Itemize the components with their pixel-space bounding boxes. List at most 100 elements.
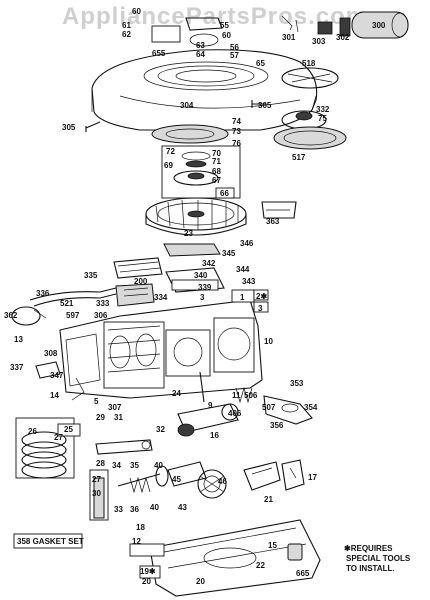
- label-2: 2✱: [256, 292, 267, 301]
- label-67: 67: [212, 176, 221, 185]
- label-337: 337: [10, 363, 24, 372]
- label-72: 72: [166, 147, 175, 156]
- label-517: 517: [292, 153, 306, 162]
- label-30: 30: [92, 489, 101, 498]
- label-55: 55: [220, 21, 229, 30]
- crankshaft-16[interactable]: [177, 371, 239, 437]
- label-40a: 40: [154, 461, 163, 470]
- label-347: 347: [50, 371, 64, 380]
- label-354: 354: [304, 403, 318, 412]
- rewind-starter-top[interactable]: [151, 17, 223, 47]
- carburetor-333[interactable]: [115, 283, 155, 307]
- label-10: 10: [264, 337, 273, 346]
- governor-bracket-18[interactable]: [281, 459, 305, 491]
- cylinder-head-gasket-frame[interactable]: [231, 289, 269, 313]
- cylinder-block[interactable]: [59, 299, 263, 399]
- screen-517[interactable]: [273, 126, 347, 150]
- label-70: 70: [212, 149, 221, 158]
- label-306: 306: [94, 311, 108, 320]
- label-665: 665: [296, 569, 310, 578]
- camshaft-17[interactable]: [167, 461, 227, 499]
- label-43: 43: [178, 503, 187, 512]
- label-521: 521: [60, 299, 74, 308]
- connecting-rod-31[interactable]: [95, 439, 153, 455]
- air-cleaner[interactable]: [281, 11, 409, 39]
- label-339: 339: [198, 283, 212, 292]
- label-507: 507: [262, 403, 276, 412]
- label-29: 29: [96, 413, 105, 422]
- label-3b: 3: [258, 304, 263, 313]
- gasket-set-box: [13, 533, 83, 549]
- label-3a: 3: [200, 293, 205, 302]
- label-345: 345: [222, 249, 236, 258]
- label-1: 1: [240, 293, 245, 302]
- armature-363[interactable]: [261, 201, 297, 219]
- label-308: 308: [44, 349, 58, 358]
- label-342: 342: [202, 259, 216, 268]
- spring-406[interactable]: [235, 386, 253, 404]
- label-343: 343: [242, 277, 256, 286]
- label-344: 344: [236, 265, 250, 274]
- label-300: 300: [372, 21, 386, 30]
- label-27: 27: [54, 433, 63, 442]
- label-71: 71: [212, 157, 221, 166]
- label-655: 655: [152, 49, 166, 58]
- label-66: 66: [220, 189, 229, 198]
- label-68: 68: [212, 167, 221, 176]
- fuel-line-336[interactable]: [29, 287, 117, 307]
- label-597: 597: [66, 311, 80, 320]
- valve-spring-35[interactable]: [117, 465, 169, 494]
- label-307: 307: [108, 403, 122, 412]
- label-60b: 60: [222, 31, 231, 40]
- label-518: 518: [302, 59, 316, 68]
- grass-screen-73[interactable]: [151, 124, 229, 144]
- governor-bracket-340[interactable]: [165, 267, 225, 293]
- label-16: 16: [210, 431, 219, 440]
- oil-dipstick-tube[interactable]: [35, 361, 85, 401]
- label-46: 46: [218, 477, 227, 486]
- label-26: 26: [28, 427, 37, 436]
- bolt-305[interactable]: [85, 100, 266, 132]
- label-332: 332: [316, 105, 330, 114]
- label-28: 28: [96, 459, 105, 468]
- label-74: 74: [232, 117, 241, 126]
- piston-25[interactable]: [57, 423, 81, 437]
- gasket-set-label: 358 GASKET SET: [17, 537, 84, 546]
- label-69: 69: [164, 161, 173, 170]
- label-73: 73: [232, 127, 241, 136]
- starter-clutch-assembly[interactable]: [161, 145, 241, 199]
- label-14: 14: [50, 391, 59, 400]
- valve-tappet-27[interactable]: [89, 469, 109, 521]
- muffler-362[interactable]: [11, 306, 47, 326]
- label-353: 353: [290, 379, 304, 388]
- label-334: 334: [154, 293, 168, 302]
- flywheel-23[interactable]: [145, 197, 247, 236]
- flywheel-screen-518[interactable]: [281, 67, 339, 89]
- label-333: 333: [96, 299, 110, 308]
- label-305a: 305: [62, 123, 76, 132]
- governor-gear-21[interactable]: [243, 461, 281, 491]
- label-57: 57: [230, 51, 239, 60]
- note-line-3: TO INSTALL.: [346, 564, 395, 573]
- label-20b: 20: [196, 577, 205, 586]
- label-19: 19✱: [140, 567, 156, 576]
- linkage-353[interactable]: [263, 395, 313, 425]
- label-336: 336: [36, 289, 50, 298]
- label-11: 11: [232, 391, 241, 400]
- blower-housing[interactable]: [91, 49, 318, 131]
- breather-200[interactable]: [113, 257, 163, 279]
- label-62: 62: [122, 30, 131, 39]
- flywheel-key-345[interactable]: [163, 243, 221, 257]
- label-302: 302: [336, 33, 350, 42]
- label-303: 303: [312, 37, 326, 46]
- sump-base-12[interactable]: [129, 519, 321, 597]
- oil-fill-plug-665[interactable]: [287, 543, 303, 561]
- watermark-text: AppliancePartsPros.com: [62, 3, 368, 30]
- label-9: 9: [208, 401, 213, 410]
- label-76: 76: [232, 139, 241, 148]
- label-346: 346: [240, 239, 254, 248]
- label-506: 506: [244, 391, 258, 400]
- label-63: 63: [196, 41, 205, 50]
- label-200: 200: [134, 277, 148, 286]
